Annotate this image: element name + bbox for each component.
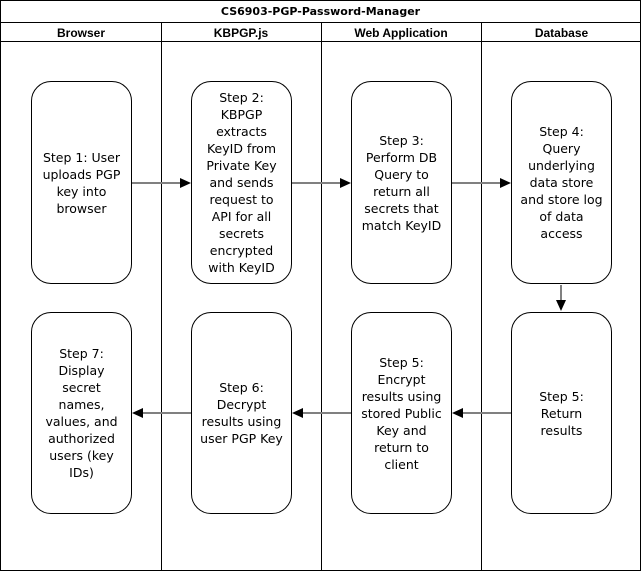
arrow-left-icon [132,408,143,418]
arrow-right-icon [500,178,511,188]
node-step5-webapp: Step 5: Encrypt results using stored Pub… [351,312,452,514]
edge-step5webapp-step6-line [303,412,351,414]
lane-header-database: Database [534,25,589,40]
node-step2-text: Step 2: KBPGP extracts KeyID from Privat… [206,90,277,275]
edge-step5db-step5webapp-line [463,412,511,414]
lane-divider-3 [481,23,482,570]
lane-header-browser: Browser [56,25,106,40]
arrow-left-icon [452,408,463,418]
lane-header-row: Browser KBPGP.js Web Application Databas… [1,23,640,42]
node-step1-text: Step 1: User uploads PGP key into browse… [42,149,121,216]
arrow-left-icon [292,408,303,418]
node-step5-webapp-text: Step 5: Encrypt results using stored Pub… [361,354,442,472]
edge-step6-step7-line [143,412,191,414]
edge-step3-step4-line [452,182,500,184]
node-step7-text: Step 7: Display secret names, values, an… [45,346,118,480]
lane-header-kbpgp-js: KBPGP.js [213,25,269,40]
node-step6: Step 6: Decrypt results using user PGP K… [191,312,292,514]
node-step5-db: Step 5: Return results [511,312,612,514]
edge-step2-step3-line [292,182,340,184]
node-step4: Step 4: Query underlying data store and … [511,81,612,284]
lane-divider-1 [161,23,162,570]
arrow-right-icon [180,178,191,188]
node-step7: Step 7: Display secret names, values, an… [31,312,132,514]
edge-step4-step5db-line [560,285,562,301]
node-step2: Step 2: KBPGP extracts KeyID from Privat… [191,81,292,284]
lane-header-web-application: Web Application [354,25,448,40]
edge-step1-step2-line [132,182,180,184]
node-step3: Step 3: Perform DB Query to return all s… [351,81,452,284]
node-step5-db-text: Step 5: Return results [539,388,584,438]
diagram-title: CS6903-PGP-Password-Manager [1,1,640,23]
node-step1: Step 1: User uploads PGP key into browse… [31,81,132,284]
node-step4-text: Step 4: Query underlying data store and … [520,124,603,241]
arrow-right-icon [340,178,351,188]
node-step6-text: Step 6: Decrypt results using user PGP K… [200,380,283,446]
arrow-down-icon [556,300,566,311]
lane-divider-2 [321,23,322,570]
node-step3-text: Step 3: Perform DB Query to return all s… [361,132,442,233]
